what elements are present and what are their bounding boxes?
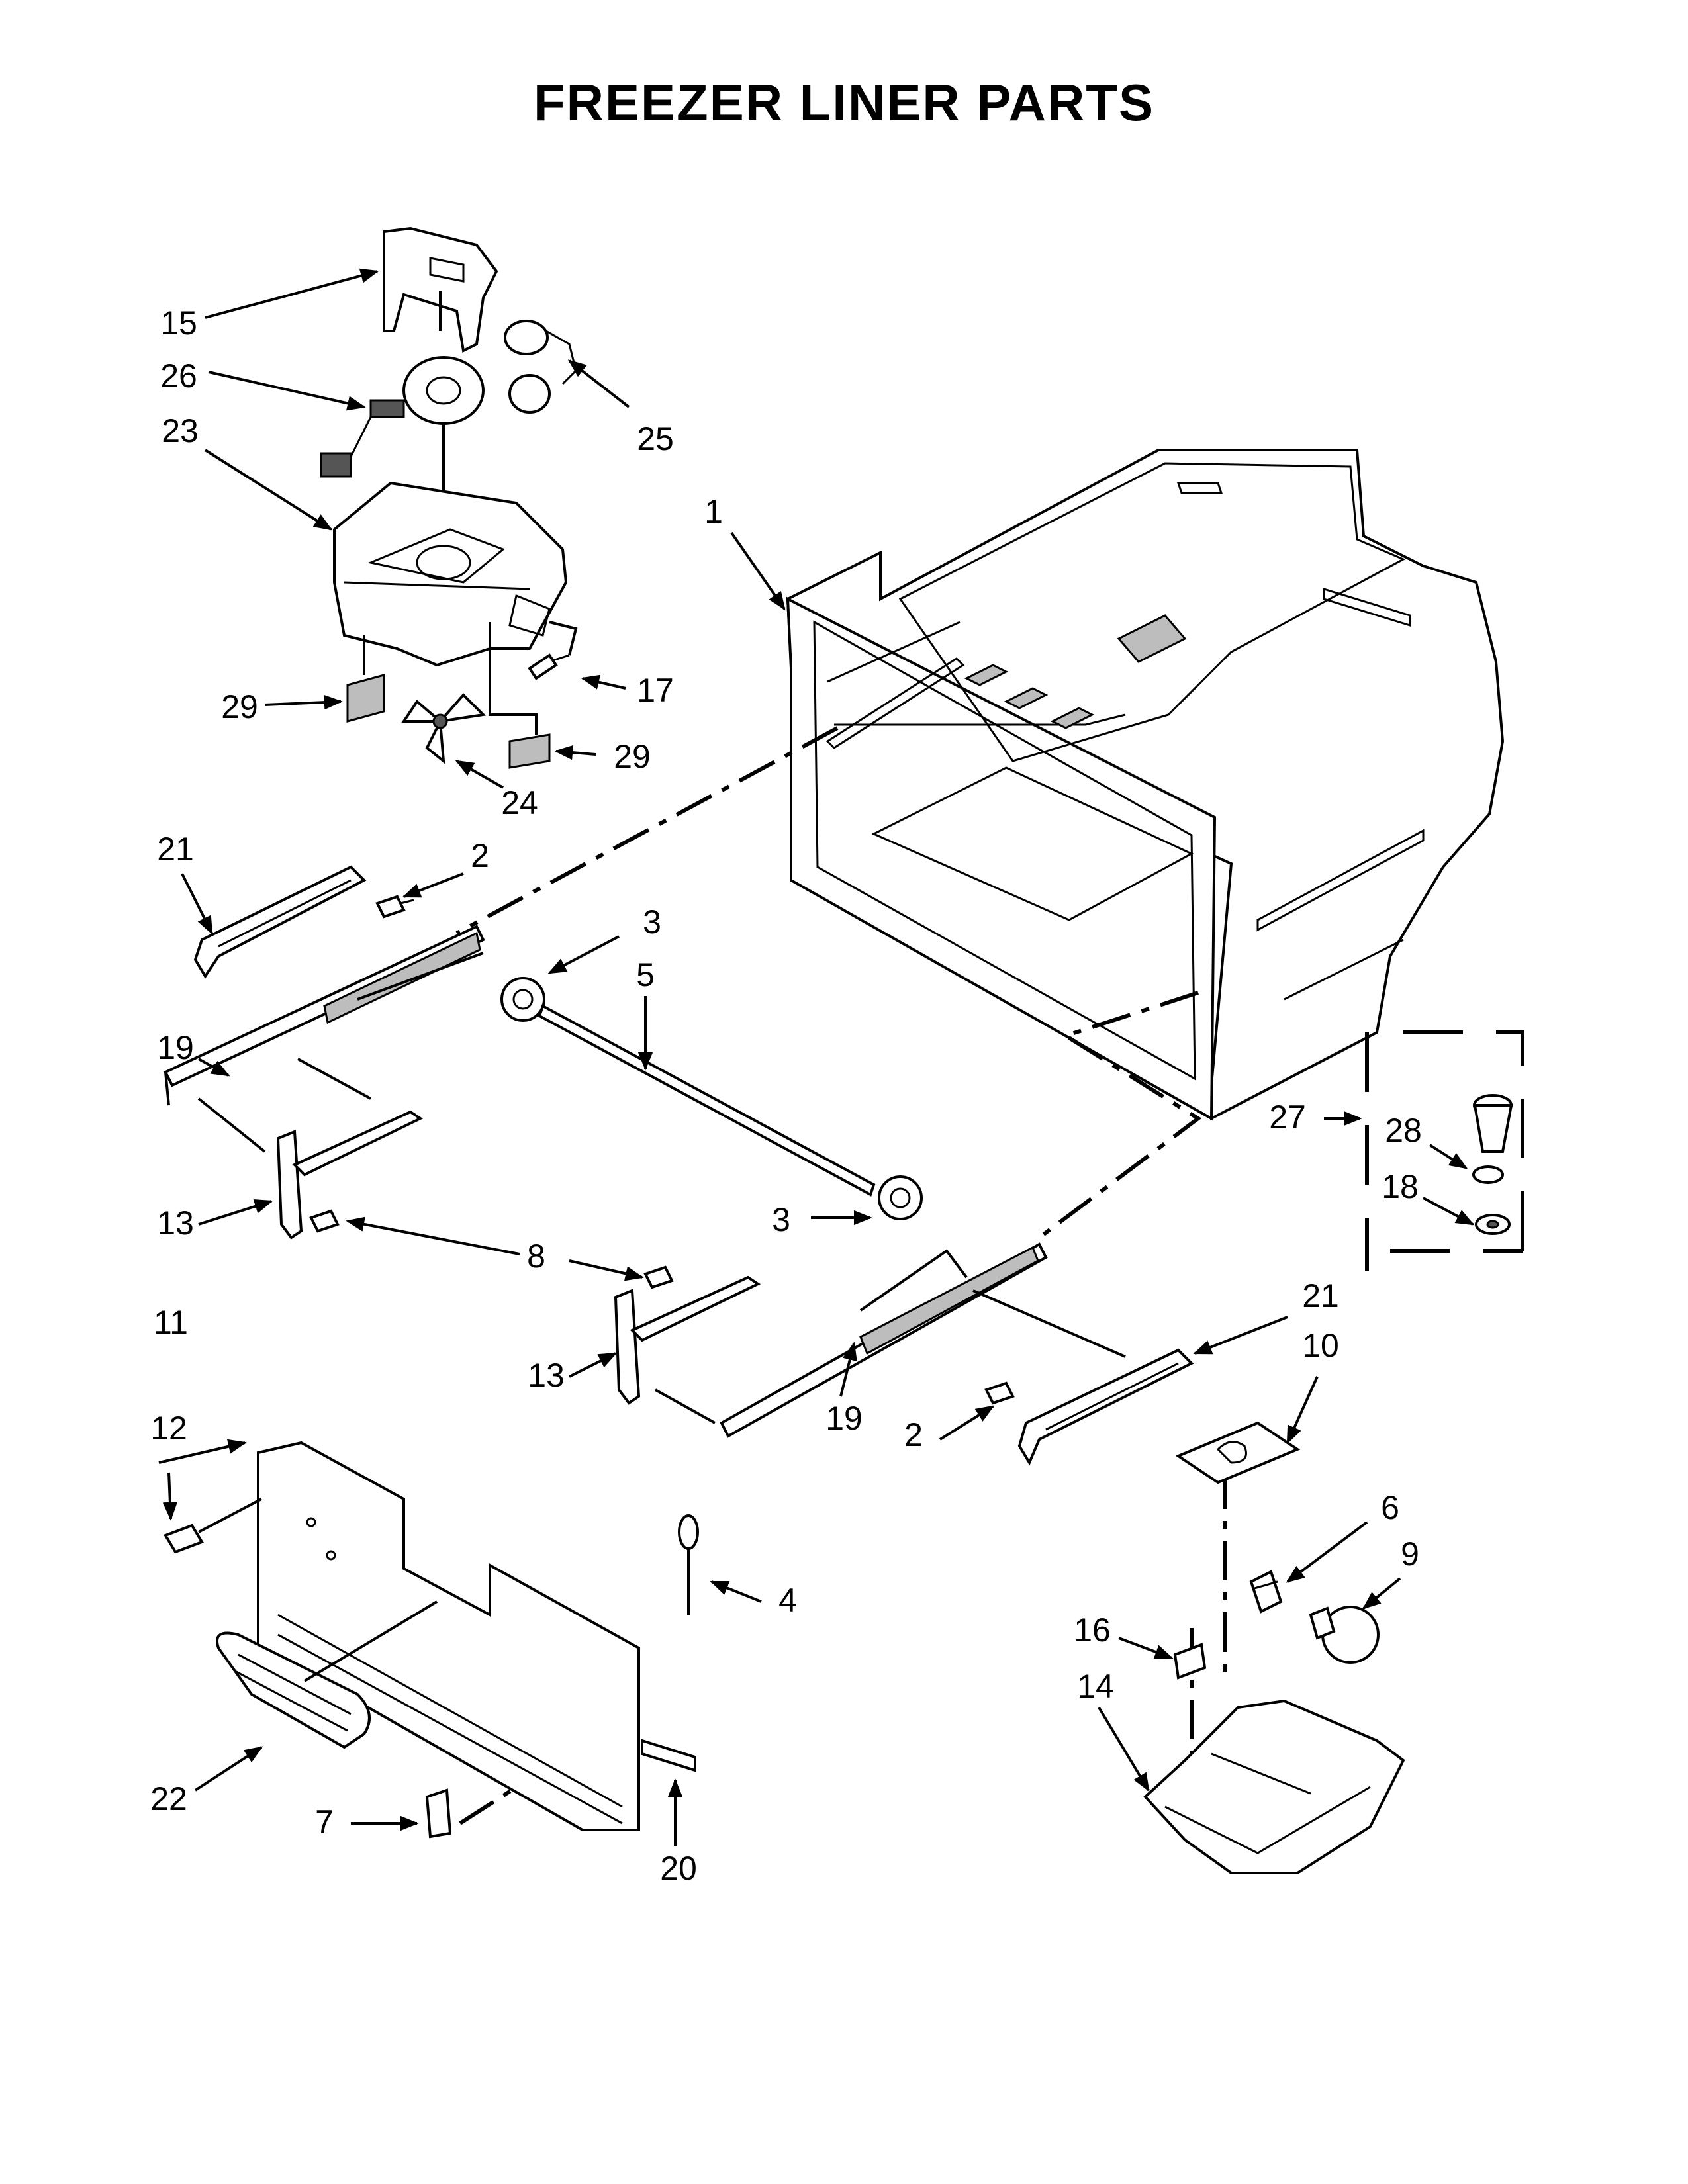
callout-27: 27 — [1269, 1099, 1306, 1136]
callout-2-right: 2 — [904, 1416, 923, 1453]
screw-17 — [528, 621, 578, 680]
sensor-4 — [678, 1514, 699, 1615]
assembly-line-left — [455, 726, 839, 935]
callout-21-right: 21 — [1302, 1277, 1339, 1314]
shaft-5 — [538, 1004, 876, 1197]
callout-26: 26 — [160, 357, 197, 394]
callout-24: 24 — [501, 784, 538, 821]
rail-bracket-13-right — [614, 1275, 761, 1405]
callout-20: 20 — [660, 1850, 697, 1887]
callout-2-left: 2 — [471, 837, 489, 874]
callout-28: 28 — [1385, 1112, 1422, 1149]
gear-3-left — [500, 977, 545, 1022]
callout-19-left: 19 — [157, 1029, 194, 1066]
callout-11: 11 — [154, 1304, 188, 1341]
diagram-title: FREEZER LINER PARTS — [534, 73, 1154, 132]
cover-panel-11 — [257, 1441, 640, 1831]
seal-20 — [641, 1739, 696, 1772]
light-bulb-9 — [1309, 1606, 1380, 1664]
drawer-slide-19-left — [164, 925, 485, 1106]
callout-7: 7 — [315, 1803, 334, 1841]
callout-10: 10 — [1302, 1327, 1339, 1364]
switch-16 — [1173, 1643, 1207, 1680]
callout-13-left: 13 — [157, 1205, 194, 1242]
fan-blade-24 — [401, 693, 487, 764]
callout-22: 22 — [150, 1780, 187, 1817]
callout-12: 12 — [150, 1410, 187, 1447]
callout-17: 17 — [637, 672, 674, 709]
grille-22 — [216, 1600, 438, 1749]
screw-12 — [164, 1498, 262, 1554]
callout-18: 18 — [1382, 1168, 1419, 1205]
callout-3-right: 3 — [772, 1201, 790, 1238]
callout-6: 6 — [1381, 1489, 1399, 1526]
callout-19-right: 19 — [825, 1400, 863, 1437]
assembly-line-right — [1038, 991, 1202, 1240]
callout-13-right: 13 — [528, 1357, 565, 1394]
callout-14: 14 — [1077, 1668, 1114, 1705]
callout-15: 15 — [160, 304, 197, 341]
callout-5: 5 — [636, 956, 655, 993]
callout-25: 25 — [637, 420, 674, 457]
gear-3-right — [878, 1175, 923, 1220]
rail-bracket-21-left — [193, 865, 367, 979]
callout-23: 23 — [162, 412, 199, 449]
callout-1: 1 — [704, 493, 723, 530]
callout-29-right: 29 — [614, 738, 651, 775]
foam-pad-29-right — [489, 622, 551, 769]
lamp-housing-14 — [1143, 1699, 1405, 1874]
o-ring-18 — [1472, 1165, 1511, 1235]
callout-29-left: 29 — [221, 688, 258, 725]
callout-8: 8 — [527, 1238, 545, 1275]
foam-pad-29-left — [346, 635, 385, 723]
kit-bracket-27 — [1365, 1030, 1524, 1271]
callout-3-left: 3 — [643, 903, 661, 940]
rail-bracket-13-left — [197, 1058, 424, 1240]
screw-8-left — [309, 1209, 340, 1233]
leader-arrows — [158, 268, 1475, 1846]
drawer-slide-19-right — [655, 1242, 1126, 1438]
valve-28 — [1473, 1094, 1513, 1153]
damper-25 — [504, 320, 577, 414]
screw-2-right — [984, 1381, 1015, 1405]
clip-7 — [425, 1788, 452, 1839]
screw-2-left — [375, 895, 414, 919]
callout-21-left: 21 — [157, 831, 194, 868]
screw-8-right — [643, 1265, 674, 1289]
fan-bracket-15 — [383, 226, 498, 353]
rail-bracket-21-right — [1017, 1348, 1194, 1466]
callout-4: 4 — [778, 1582, 797, 1619]
callout-16: 16 — [1074, 1612, 1111, 1649]
callout-9: 9 — [1401, 1535, 1419, 1572]
fan-housing-23 — [333, 481, 568, 667]
lamp-socket-6 — [1249, 1570, 1283, 1614]
freezer-liner-bin — [786, 449, 1505, 1121]
label-10 — [1175, 1421, 1301, 1484]
